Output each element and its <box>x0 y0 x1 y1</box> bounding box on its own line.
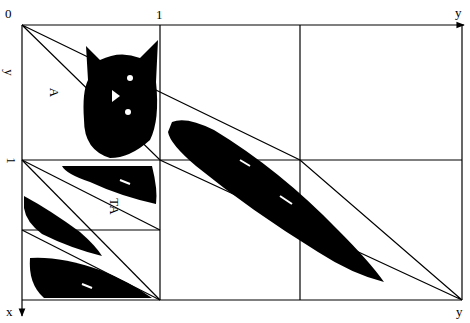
axis-label: y <box>3 69 16 76</box>
cat-face <box>84 40 159 158</box>
cat-mark <box>120 180 130 184</box>
cat-mark <box>280 196 292 204</box>
axis-label: 0 <box>5 7 12 20</box>
grid-line <box>159 25 160 300</box>
cat-mark <box>240 160 250 166</box>
stretched-cat <box>168 120 384 282</box>
cat-piece <box>24 196 102 256</box>
cat-piece <box>30 258 152 298</box>
axis-label: x <box>6 305 13 318</box>
cat-eye <box>127 75 133 81</box>
axis-label: TA <box>108 198 121 214</box>
grid-line <box>299 25 300 300</box>
cat-piece <box>62 166 157 204</box>
axis-label: y <box>456 305 463 318</box>
cut-line <box>22 230 160 300</box>
grid-line <box>461 25 462 300</box>
axis-label: 1 <box>156 8 163 21</box>
x-axis <box>21 25 22 316</box>
axis-label: 1 <box>5 157 18 164</box>
axis-label: y <box>455 6 462 19</box>
cat-eye <box>125 109 131 115</box>
cat-mark <box>82 284 92 288</box>
y-axis <box>22 24 464 25</box>
parallelogram-ta <box>22 25 462 300</box>
axis-label: A <box>48 88 61 97</box>
grid-line <box>22 299 462 300</box>
cat-nose <box>112 90 120 102</box>
cut-line <box>22 160 160 300</box>
